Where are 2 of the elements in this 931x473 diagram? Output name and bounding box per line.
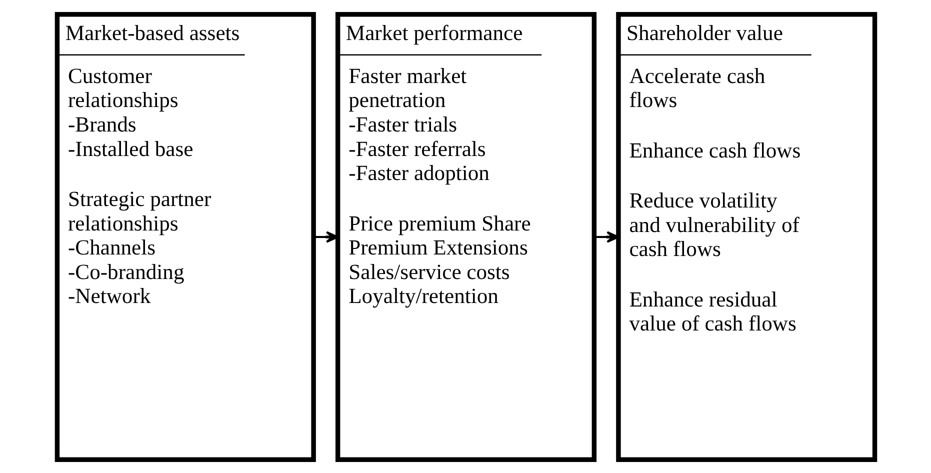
arrow [594,230,619,242]
arrow [313,230,338,242]
